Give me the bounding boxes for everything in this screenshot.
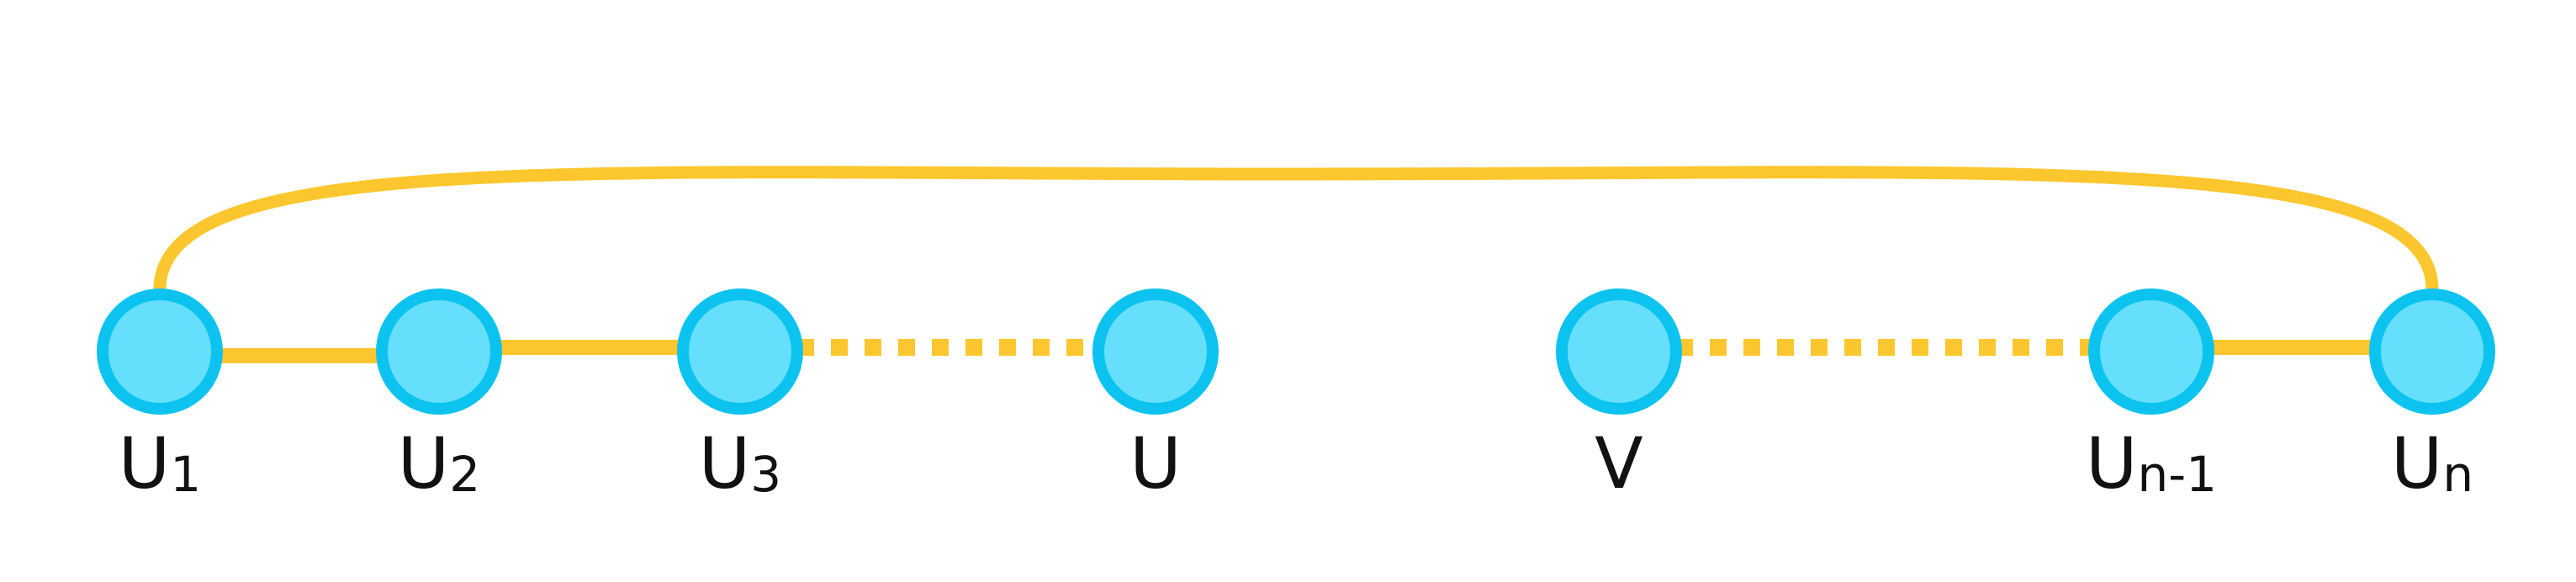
node-label-base: U xyxy=(1129,422,1181,505)
node-label-u3: U3 xyxy=(699,422,781,505)
node-un xyxy=(2369,288,2495,415)
node-u2 xyxy=(376,288,502,415)
node-label-base: U xyxy=(2391,422,2442,505)
node-label-base: U xyxy=(119,422,170,505)
node-u xyxy=(1092,288,1219,415)
node-label-base: V xyxy=(1595,422,1642,505)
node-un1 xyxy=(2088,288,2214,415)
edges-layer xyxy=(153,166,2439,363)
node-label-subscript: n xyxy=(2442,446,2473,503)
node-label-subscript: 2 xyxy=(449,446,480,503)
node-label-u1: U1 xyxy=(119,422,201,505)
node-u3 xyxy=(677,288,803,415)
node-label-u: U xyxy=(1129,422,1181,505)
node-label-base: U xyxy=(2086,422,2137,505)
nodes-layer xyxy=(97,288,2495,415)
node-label-un: Un xyxy=(2391,422,2473,505)
node-label-base: U xyxy=(398,422,449,505)
node-u1 xyxy=(97,288,223,415)
node-label-v: V xyxy=(1595,422,1642,505)
node-label-u2: U2 xyxy=(398,422,480,505)
node-label-subscript: 1 xyxy=(170,446,201,503)
edge-u1-un xyxy=(153,166,2439,301)
node-label-subscript: n-1 xyxy=(2137,446,2217,503)
node-label-base: U xyxy=(699,422,750,505)
node-label-subscript: 3 xyxy=(750,446,781,503)
node-v xyxy=(1556,288,1682,415)
node-label-un1: Un-1 xyxy=(2086,422,2217,505)
